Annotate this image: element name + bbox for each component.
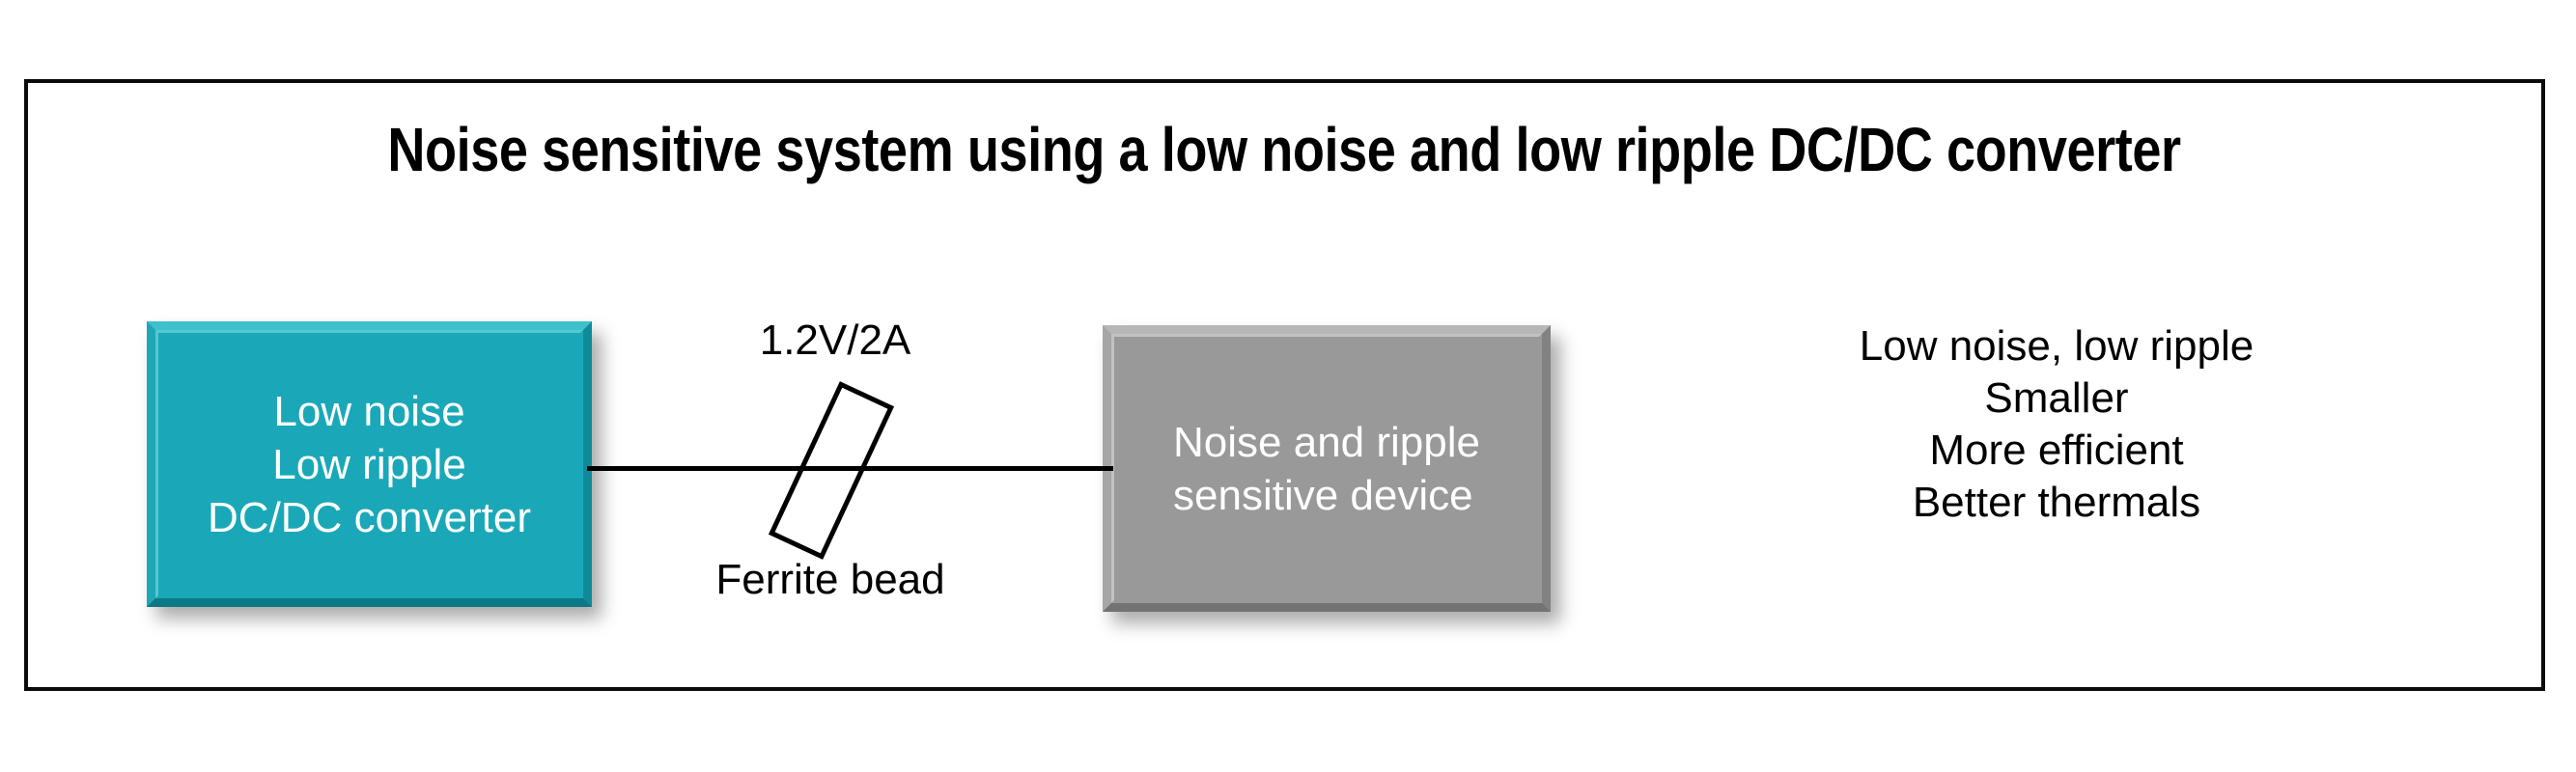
voltage-current-label: 1.2V/2A bbox=[759, 317, 911, 364]
benefit-item: Low noise, low ripple bbox=[1859, 322, 2254, 370]
page-title: Noise sensitive system using a low noise… bbox=[387, 115, 2181, 184]
converter-line-2: Low ripple bbox=[272, 440, 466, 488]
benefits-list: Low noise, low ripple Smaller More effic… bbox=[1738, 320, 2375, 529]
benefit-item: Smaller bbox=[1984, 374, 2129, 422]
benefit-item: Better thermals bbox=[1912, 479, 2201, 526]
converter-block-label: Low noise Low ripple DC/DC converter bbox=[198, 385, 541, 544]
converter-bevel-inner bbox=[155, 330, 583, 598]
converter-line-3: DC/DC converter bbox=[208, 493, 531, 541]
converter-line-1: Low noise bbox=[273, 387, 465, 435]
connection-wire bbox=[587, 466, 1113, 471]
device-block-label: Noise and ripple sensitive device bbox=[1163, 416, 1490, 522]
sensitive-device-block[interactable]: Noise and ripple sensitive device bbox=[1103, 325, 1551, 612]
benefit-item: More efficient bbox=[1929, 427, 2184, 474]
dcdc-converter-block[interactable]: Low noise Low ripple DC/DC converter bbox=[147, 321, 592, 607]
ferrite-bead-label: Ferrite bead bbox=[715, 556, 945, 603]
device-bevel-inner bbox=[1111, 334, 1542, 603]
device-line-2: sensitive device bbox=[1173, 471, 1473, 519]
device-line-1: Noise and ripple bbox=[1173, 418, 1480, 466]
